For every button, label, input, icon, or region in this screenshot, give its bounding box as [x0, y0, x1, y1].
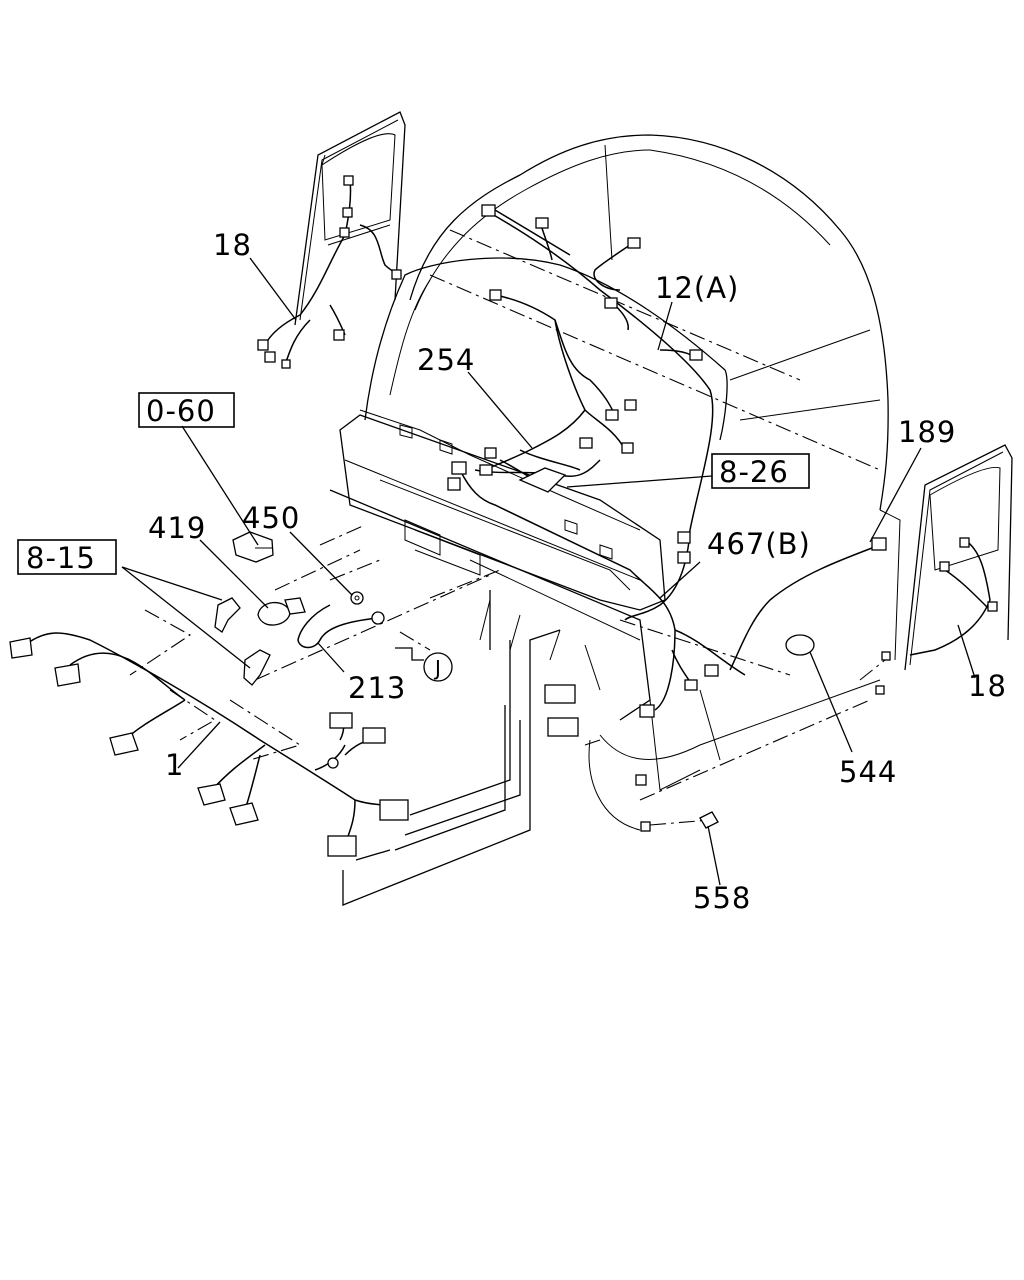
callout-544: 544: [839, 755, 897, 789]
leader-lines: [121, 257, 976, 886]
right-door: [904, 444, 1013, 671]
callout-558: 558: [693, 881, 751, 915]
circle-marker-j: [423, 652, 453, 682]
guide-lines: [129, 524, 886, 826]
harness-1: [9, 632, 409, 857]
reference-box-8-15: [17, 539, 117, 575]
cab-body: [329, 134, 901, 831]
left-door: [257, 111, 406, 369]
callout-18-right-door: 18: [968, 669, 1007, 703]
callout-419: 419: [148, 511, 206, 545]
callout-254: 254: [417, 343, 475, 377]
callout-1: 1: [165, 748, 184, 782]
callout-12a: 12(A): [655, 271, 739, 305]
reference-box-0-60: [138, 392, 235, 428]
reference-box-8-26: [711, 453, 810, 489]
callout-18-left-door: 18: [213, 228, 252, 262]
main-harness: [447, 204, 746, 718]
circle-marker-j-label: J: [433, 656, 441, 680]
small-parts: [214, 531, 891, 832]
reference-0-60[interactable]: 0-60: [146, 394, 216, 428]
callout-189: 189: [898, 415, 956, 449]
callout-450: 450: [242, 501, 300, 535]
callout-213: 213: [348, 671, 406, 705]
reference-8-15[interactable]: 8-15: [26, 541, 96, 575]
reference-8-26[interactable]: 8-26: [719, 455, 789, 489]
floor-routing: [342, 590, 561, 906]
callout-467b: 467(B): [707, 527, 811, 561]
harness-189: [729, 537, 887, 671]
